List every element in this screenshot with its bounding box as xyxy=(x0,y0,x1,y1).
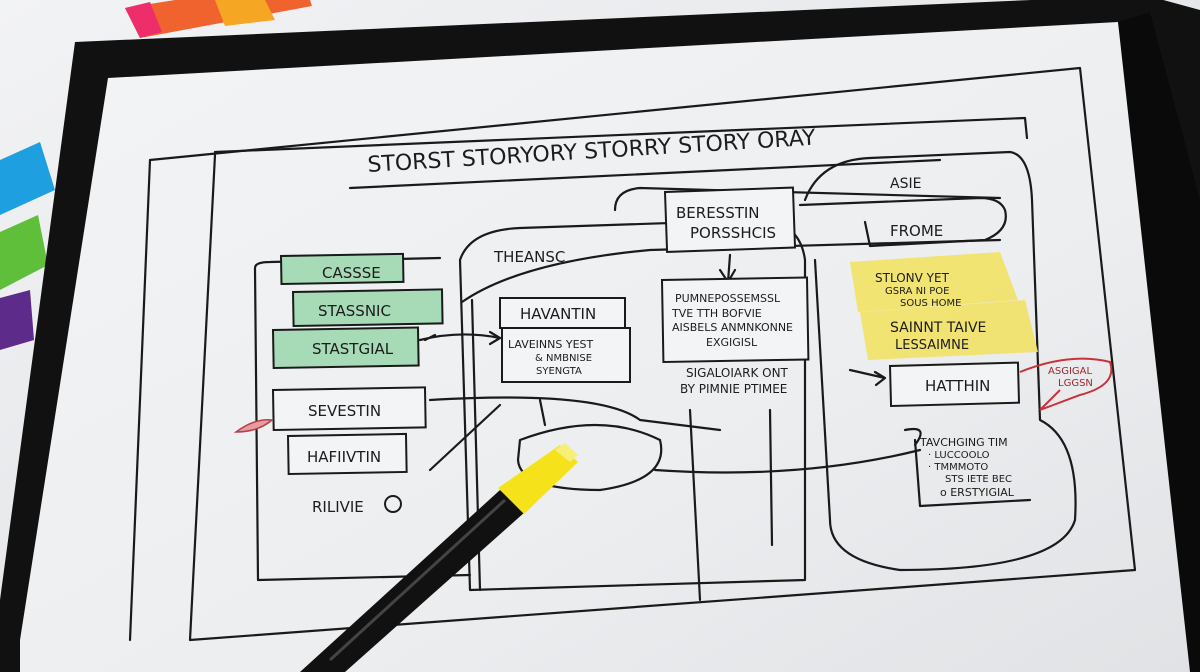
yellow-note-2-line-1: SAINNT TAIVE xyxy=(890,320,986,336)
pill-frome: FROME xyxy=(890,222,943,240)
middle-heading: THEANSC xyxy=(493,248,565,266)
yellow-note-2 xyxy=(860,300,1038,360)
yellow-note-1 xyxy=(850,252,1018,312)
green-note-1: CASSSE xyxy=(322,264,381,282)
yellow-marker xyxy=(300,443,578,672)
bubble-line-4: STS IETE BEC xyxy=(945,474,1012,485)
box-text-line-3: SYENGTA xyxy=(536,366,582,377)
footer-label: RILIVIE xyxy=(312,498,364,516)
sticky-note-stack xyxy=(0,0,312,350)
yellow-note-2-line-2: LESSAIMNE xyxy=(895,338,969,353)
box-havantin: HAVANTIN xyxy=(520,305,596,323)
caption-line-1: SIGALOIARK ONT xyxy=(686,366,789,380)
yellow-note-1-line-3: SOUS HOME xyxy=(900,298,961,309)
right-panel: ASIE FROME STLONV YET GSRA NI POE SOUS H… xyxy=(798,150,1113,572)
yellow-note-1-line-1: STLONV YET xyxy=(875,271,950,285)
frame-edge xyxy=(1118,12,1200,672)
top-box-line-1: BERESSTIN xyxy=(676,204,760,222)
center-box-line-1: PUMNEPOSSEMSSL xyxy=(675,292,781,305)
bubble-line-1: TAVCHGING TIM xyxy=(919,436,1008,449)
red-note-line-2: LGGSN xyxy=(1058,378,1093,389)
green-note-2: STASSNIC xyxy=(318,302,391,320)
box-hatthin: HATTHIN xyxy=(925,377,990,395)
center-box-line-2: TVE TTH BOFVIE xyxy=(671,307,762,320)
box-hafivtin: HAFIIVTIN xyxy=(307,448,381,466)
middle-panel: THEANSC HAVANTIN LAVEINNS YEST & NMBNISE… xyxy=(418,186,1002,602)
diagram-outline xyxy=(128,66,1137,642)
top-box-line-2: PORSSHCIS xyxy=(690,224,776,242)
left-panel: CASSSE STASSNIC STASTGIAL SEVESTIN HAFII… xyxy=(233,252,472,582)
yellow-note-1-line-2: GSRA NI POE xyxy=(885,286,950,297)
green-note-3: STASTGIAL xyxy=(312,340,394,358)
caption-line-2: BY PIMNIE PTIMEE xyxy=(680,382,787,396)
bubble-line-3: · TMMMOTO xyxy=(928,462,988,473)
bubble-line-5: o ERSTYIGIAL xyxy=(940,486,1015,499)
box-seventin: SEVESTIN xyxy=(308,402,381,420)
box-text-line-1: LAVEINNS YEST xyxy=(508,338,594,351)
red-note-line-1: ASGIGAL xyxy=(1048,366,1092,377)
box-text-line-2: & NMBNISE xyxy=(535,353,592,364)
center-box-line-3: AISBELS ANMNKONNE xyxy=(672,321,793,334)
bubble-line-2: · LUCCOOLO xyxy=(928,450,990,461)
right-heading: ASIE xyxy=(890,176,921,192)
center-box-line-4: EXGIGISL xyxy=(706,336,758,349)
